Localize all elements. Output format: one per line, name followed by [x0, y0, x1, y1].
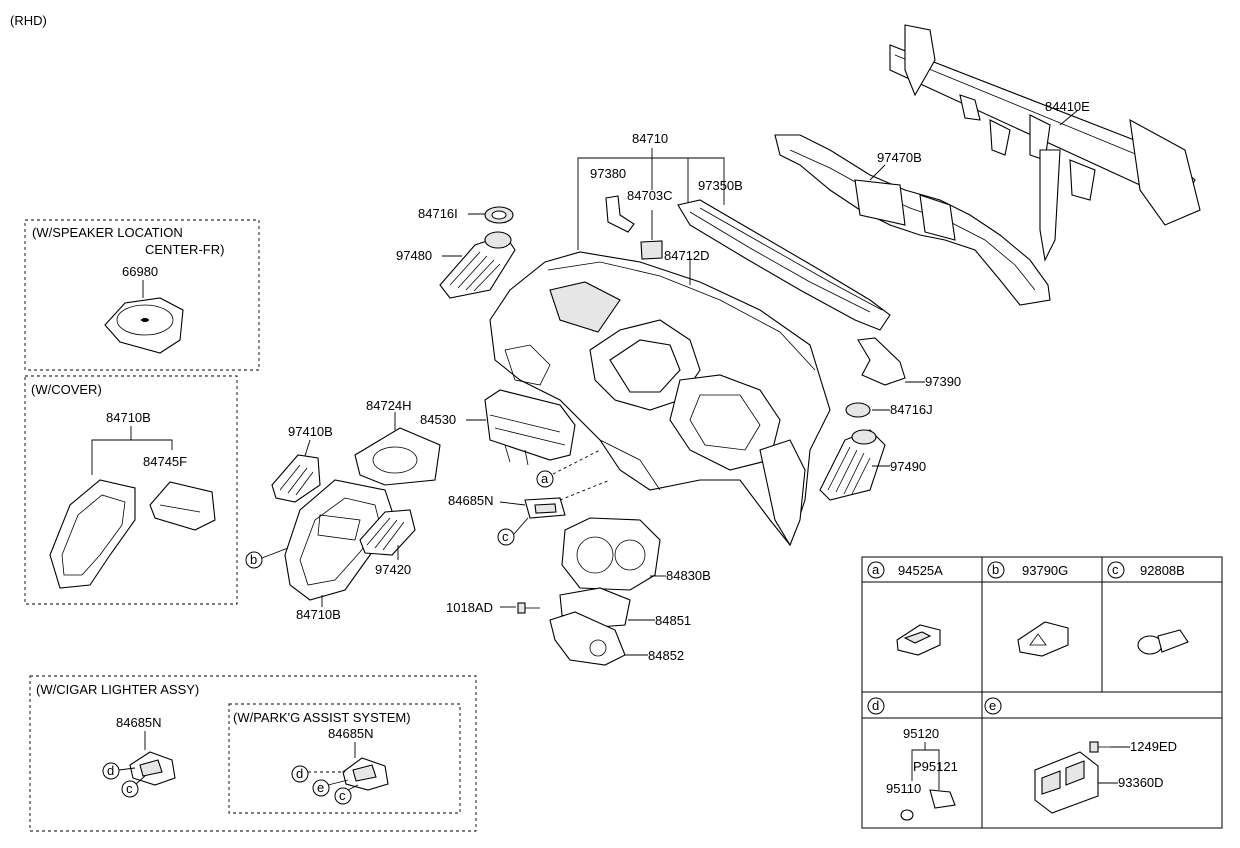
label-97420: 97420: [375, 562, 411, 577]
label-84712D: 84712D: [664, 248, 710, 263]
label-97470B: 97470B: [877, 150, 922, 165]
park-callout-d: [291, 765, 309, 783]
label-97490: 97490: [890, 459, 926, 474]
label-84530: 84530: [420, 412, 456, 427]
cross-member-84410E: [889, 24, 1201, 262]
legend-b-switch: [1017, 621, 1069, 657]
variant-speaker-part: 66980: [122, 264, 158, 279]
legend-d-part3: 95110: [886, 781, 921, 796]
legend-a-key: [867, 561, 885, 579]
legend-b-part: 93790G: [1022, 563, 1068, 578]
variant-park-part: 84685N: [328, 726, 374, 741]
label-97350B: 97350B: [698, 178, 743, 193]
callout-a-text: a: [541, 471, 549, 486]
callout-a: [536, 470, 554, 488]
crash-pad-84710: [489, 251, 831, 547]
speaker-cover-66980: [104, 297, 184, 354]
variant-speaker-title2: CENTER-FR): [145, 242, 224, 257]
park-callout-c-text: c: [339, 788, 346, 803]
legend-d-key: [867, 697, 885, 715]
label-1018AD: 1018AD: [446, 600, 493, 615]
legend-e-part1: 1249ED: [1130, 739, 1177, 754]
cover-panel-84745F: [149, 481, 216, 531]
duct-97470B: [774, 134, 1051, 306]
label-97380: 97380: [590, 166, 626, 181]
glove-box-84530: [484, 389, 576, 466]
drive-label: (RHD): [10, 13, 47, 28]
variant-cigar-part: 84685N: [116, 715, 162, 730]
legend-e-key-text: e: [989, 698, 996, 713]
cigar-callout-c: [121, 780, 139, 798]
variant-cover-part2: 84745F: [143, 454, 187, 469]
label-84830B: 84830B: [666, 568, 711, 583]
legend-c-key-text: c: [1112, 562, 1119, 577]
label-97410B: 97410B: [288, 424, 333, 439]
callout-b-text: b: [250, 552, 257, 567]
cup-holder-84724H: [354, 427, 441, 486]
cluster-fascia-84830B: [561, 517, 661, 591]
variant-cover-part1: 84710B: [106, 410, 151, 425]
park-callout-e-text: e: [317, 780, 324, 795]
park-callout-c: [334, 787, 352, 805]
legend-e-switch: [1034, 741, 1110, 814]
label-84716I: 84716I: [418, 206, 458, 221]
variant-cigar-title: (W/CIGAR LIGHTER ASSY): [36, 682, 199, 697]
pad-84712D: [640, 240, 663, 260]
duct-97390: [857, 337, 906, 386]
variant-cover-box: [24, 375, 238, 605]
vent-97480: [439, 231, 516, 299]
screw-1018AD: [517, 602, 540, 614]
vent-97420: [359, 509, 416, 556]
label-84716J: 84716J: [890, 402, 933, 417]
label-84851: 84851: [655, 613, 691, 628]
bracket-97380: [605, 195, 635, 233]
legend-c-socket: [1137, 629, 1189, 655]
variant-park-box: [228, 703, 461, 814]
cigar-callout-d-text: d: [107, 763, 114, 778]
callout-c: [497, 528, 515, 546]
legend-a-key-text: a: [872, 562, 880, 577]
legend-c-key: [1107, 561, 1125, 579]
label-84724H: 84724H: [366, 398, 412, 413]
seal-84716J: [845, 402, 871, 418]
label-97480: 97480: [396, 248, 432, 263]
cigar-callout-c-text: c: [126, 781, 133, 796]
callout-b: [245, 551, 263, 569]
variant-park-title: (W/PARK'G ASSIST SYSTEM): [233, 710, 411, 725]
variant-cigar-box: [29, 675, 477, 832]
label-84710: 84710: [632, 131, 668, 146]
legend-e-key: [984, 697, 1002, 715]
legend-d-part2: P95121: [913, 759, 958, 774]
legend-d-part1: 95120: [903, 726, 939, 741]
park-callout-d-text: d: [296, 766, 303, 781]
legend-c-part: 92808B: [1140, 563, 1185, 578]
legend-e-part2: 93360D: [1118, 775, 1164, 790]
variant-speaker-box: [24, 219, 260, 371]
legend-a-part: 94525A: [898, 563, 943, 578]
legend-a-switch: [896, 624, 941, 656]
label-84410E: 84410E: [1045, 99, 1090, 114]
legend-d-key-text: d: [872, 698, 879, 713]
legend-b-key-text: b: [992, 562, 999, 577]
variant-speaker-title1: (W/SPEAKER LOCATION: [32, 225, 183, 240]
label-84685N: 84685N: [448, 493, 494, 508]
cover-fascia-84710B: [49, 479, 136, 589]
park-callout-e: [312, 779, 330, 797]
legend-b-key: [987, 561, 1005, 579]
shroud-lower-84852: [549, 611, 626, 666]
legend-table: [861, 556, 1223, 829]
vent-97490: [819, 429, 886, 501]
label-84703C: 84703C: [627, 188, 673, 203]
label-84852: 84852: [648, 648, 684, 663]
legend-d-sensor: [900, 789, 956, 821]
variant-cover-title: (W/COVER): [31, 382, 102, 397]
defrost-duct-97350B: [677, 199, 891, 331]
vent-97410B: [271, 454, 321, 503]
cigar-callout-d: [102, 762, 120, 780]
label-84710B-main: 84710B: [296, 607, 341, 622]
callout-c-text: c: [502, 529, 509, 544]
label-97390: 97390: [925, 374, 961, 389]
